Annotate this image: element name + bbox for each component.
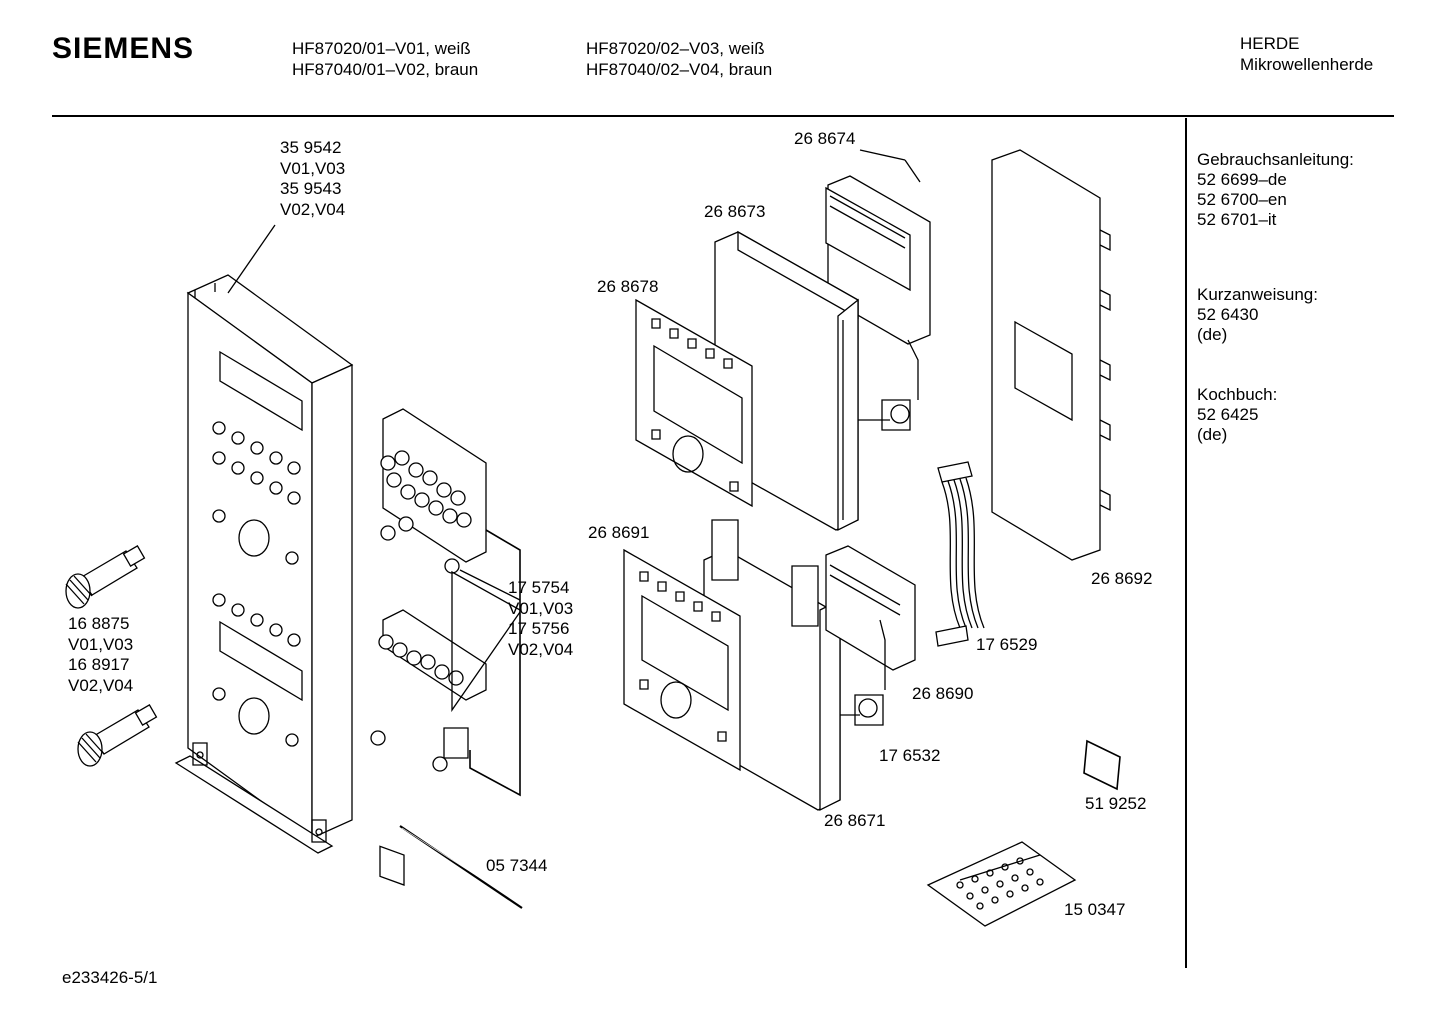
label-268678: 26 8678 [597, 277, 659, 296]
label-rod: 05 7344 [486, 856, 548, 875]
model-list-2: HF87020/02–V03, weiß HF87040/02–V04, bra… [586, 38, 772, 80]
part-line: V02,V04 [280, 199, 346, 219]
model-line: HF87040/01–V02, braun [292, 60, 479, 79]
part-line: 16 8917 [68, 655, 130, 674]
lower-module-drawing [624, 520, 915, 810]
doc-short-guide: Kurzanweisung: 52 6430 (de) [1197, 285, 1318, 345]
diagram-id: e233426-5/1 [62, 968, 158, 987]
label-519252: 51 9252 [1085, 794, 1147, 813]
ribbon-cable-drawing [936, 462, 984, 646]
label-176532: 17 6532 [879, 746, 941, 765]
label-268673: 26 8673 [704, 202, 766, 221]
part-line: 17 5754 [508, 578, 570, 597]
label-268671: 26 8671 [824, 811, 886, 830]
part-line: V01,V03 [508, 598, 574, 618]
button-pcb-drawing [371, 409, 520, 885]
doc-title: Kurzanweisung: [1197, 285, 1318, 304]
label-176529: 17 6529 [976, 635, 1038, 654]
upper-module-drawing [636, 150, 930, 530]
main-board-drawing [992, 150, 1110, 560]
doc-manual: Gebrauchsanleitung: 52 6699–de 52 6700–e… [1197, 150, 1354, 230]
category-line: HERDE [1240, 34, 1300, 53]
doc-line: 52 6425 [1197, 405, 1259, 424]
doc-cookbook: Kochbuch: 52 6425 (de) [1197, 385, 1277, 445]
doc-line: 52 6699–de [1197, 170, 1287, 189]
doc-line: (de) [1197, 425, 1228, 444]
brand-logo: SIEMENS [52, 32, 195, 65]
screw-bag-drawing [928, 842, 1075, 926]
header-rule [52, 115, 1394, 117]
knob-drawing [66, 546, 156, 766]
category-line: Mikrowellenherde [1240, 55, 1374, 74]
category: HERDE Mikrowellenherde [1240, 33, 1373, 75]
doc-line: (de) [1197, 325, 1228, 344]
sheet-drawing [1084, 741, 1120, 789]
part-line: V02,V04 [68, 675, 134, 695]
label-150347: 15 0347 [1064, 900, 1126, 919]
doc-line: 52 6430 [1197, 305, 1259, 324]
front-panel-drawing [176, 225, 352, 853]
part-line: 16 8875 [68, 614, 130, 633]
part-line: V02,V04 [508, 639, 574, 659]
label-268691: 26 8691 [588, 523, 650, 542]
label-front-panel: 35 9542 V01,V03 35 9543 V02,V04 [280, 138, 345, 220]
part-line: V01,V03 [68, 634, 134, 654]
label-button-pcb: 17 5754 V01,V03 17 5756 V02,V04 [508, 578, 573, 660]
model-line: HF87020/02–V03, weiß [586, 39, 765, 58]
part-line: V01,V03 [280, 158, 346, 178]
rod-drawing [400, 826, 524, 908]
sidebar-rule [1185, 118, 1187, 968]
label-knob: 16 8875 V01,V03 16 8917 V02,V04 [68, 614, 133, 696]
part-line: 35 9542 [280, 138, 342, 157]
doc-line: 52 6700–en [1197, 190, 1287, 209]
model-line: HF87040/02–V04, braun [586, 60, 773, 79]
label-268690: 26 8690 [912, 684, 974, 703]
doc-title: Kochbuch: [1197, 385, 1278, 404]
part-line: 17 5756 [508, 619, 570, 638]
model-list-1: HF87020/01–V01, weiß HF87040/01–V02, bra… [292, 38, 478, 80]
doc-line: 52 6701–it [1197, 210, 1277, 229]
doc-title: Gebrauchsanleitung: [1197, 150, 1354, 169]
model-line: HF87020/01–V01, weiß [292, 39, 471, 58]
label-268692: 26 8692 [1091, 569, 1153, 588]
label-268674: 26 8674 [794, 129, 856, 148]
part-line: 35 9543 [280, 179, 342, 198]
